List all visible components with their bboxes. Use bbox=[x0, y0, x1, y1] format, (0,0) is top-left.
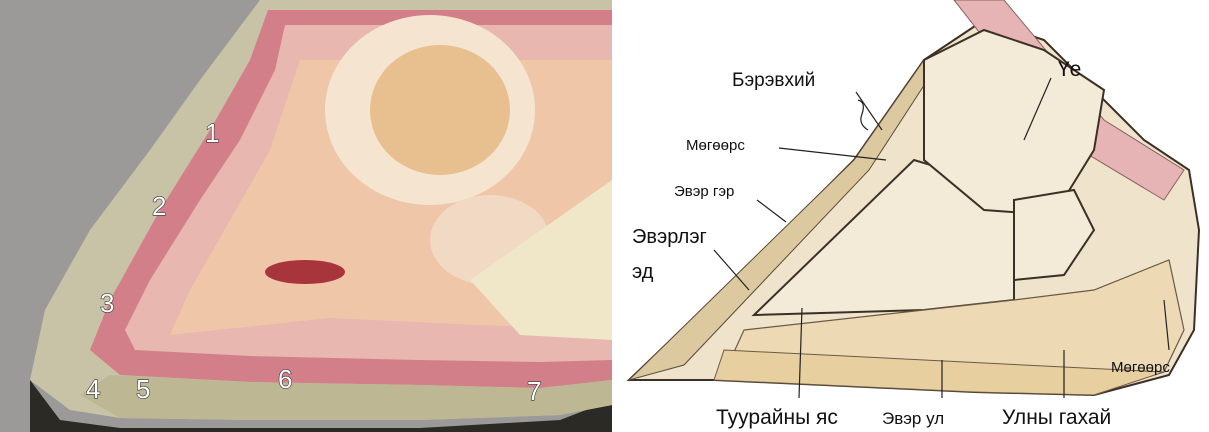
label-everleg-ed-line2: эд bbox=[632, 261, 654, 283]
label-ye: Үе bbox=[1058, 58, 1081, 81]
label-everleg-ed-line1: Эвэрлэг bbox=[632, 226, 707, 248]
label-tuurain-yas: Туурайны яс bbox=[716, 406, 838, 429]
hoof-anatomy-drawing-image: Бэрэвхий Үе Мөгөөрс Эвэр гэр Эвэрлэг эд … bbox=[624, 0, 1209, 432]
label-ulny-gakhai: Улны гахай bbox=[1002, 406, 1111, 429]
hoof-anatomy-drawing: Бэрэвхий Үе Мөгөөрс Эвэр гэр Эвэрлэг эд … bbox=[624, 0, 1209, 432]
marker-5: 5 bbox=[136, 374, 150, 404]
marker-3: 3 bbox=[100, 288, 114, 318]
hoof-section-photo-image: 1 2 3 4 5 6 7 bbox=[0, 0, 612, 432]
label-megeers-bottom: Мөгөөрс bbox=[1111, 359, 1170, 376]
hoof-section-photo: 1 2 3 4 5 6 7 bbox=[0, 0, 612, 432]
label-megeers-top: Мөгөөрс bbox=[686, 137, 745, 154]
marker-4: 4 bbox=[86, 374, 100, 404]
marker-2: 2 bbox=[152, 191, 166, 221]
marker-6: 6 bbox=[278, 364, 292, 394]
label-berevkhii: Бэрэвхий bbox=[732, 70, 815, 91]
label-ever-ul: Эвэр ул bbox=[882, 409, 944, 428]
marker-7: 7 bbox=[527, 376, 541, 406]
marker-1: 1 bbox=[205, 118, 219, 148]
label-ever-ger: Эвэр гэр bbox=[674, 183, 734, 200]
panel-gap bbox=[612, 0, 624, 432]
